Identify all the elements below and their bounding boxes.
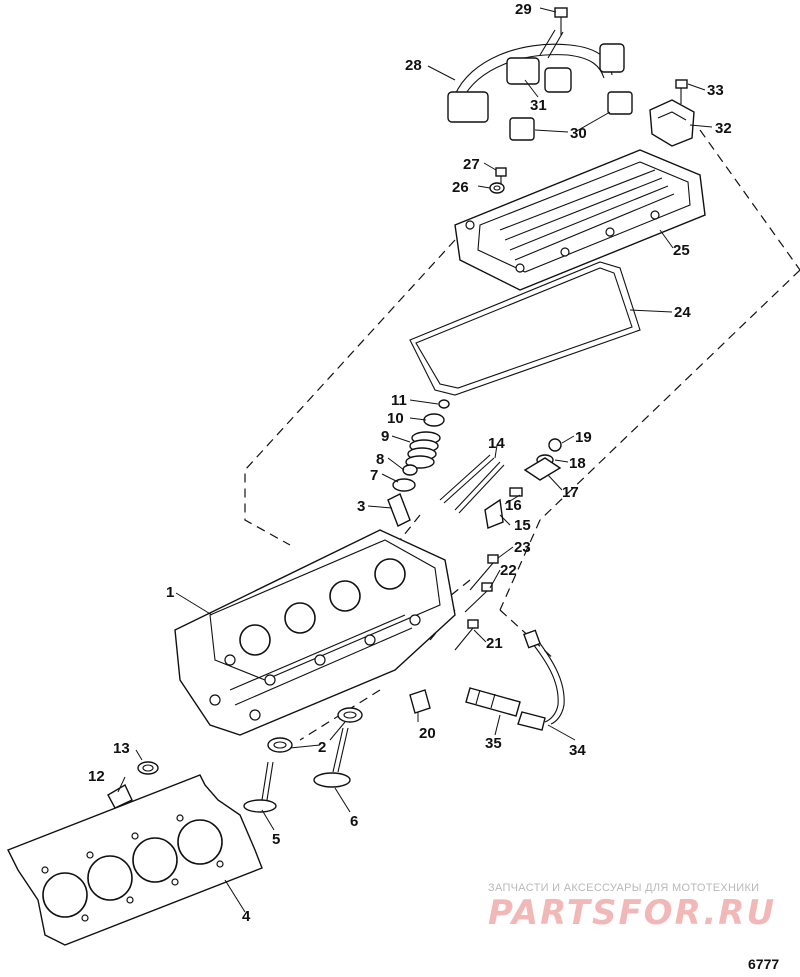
callout-labels: 1 2 3 4 5 6 7 8 9 10 11 12 13 14 15 16 1… bbox=[88, 1, 732, 925]
exhaust-valve bbox=[243, 761, 277, 813]
bolt-33 bbox=[675, 79, 688, 104]
callout-35: 35 bbox=[485, 735, 502, 752]
callout-18: 18 bbox=[569, 455, 586, 472]
valve-spring-stack bbox=[387, 399, 450, 527]
head-gasket bbox=[7, 774, 263, 946]
ignition-coil bbox=[649, 99, 695, 147]
callout-9: 9 bbox=[381, 428, 389, 445]
callout-30: 30 bbox=[570, 125, 587, 142]
callout-4: 4 bbox=[242, 908, 251, 925]
callout-13: 13 bbox=[113, 740, 130, 757]
rocker-parts bbox=[484, 438, 562, 529]
callout-27: 27 bbox=[463, 156, 480, 173]
pushrods bbox=[439, 454, 505, 514]
callout-5: 5 bbox=[272, 831, 280, 848]
callout-1: 1 bbox=[166, 584, 174, 601]
callout-8: 8 bbox=[376, 451, 384, 468]
callout-24: 24 bbox=[674, 304, 691, 321]
head-bolts bbox=[454, 554, 499, 651]
bolt-29 bbox=[554, 7, 568, 35]
valve-seals bbox=[267, 707, 363, 753]
valve-cover-gasket bbox=[409, 261, 641, 396]
callout-20: 20 bbox=[419, 725, 436, 742]
grommet-26 bbox=[489, 182, 505, 194]
callout-22: 22 bbox=[500, 562, 517, 579]
callout-21: 21 bbox=[486, 635, 503, 652]
intake-valve bbox=[313, 727, 351, 788]
figure-number: 6777 bbox=[748, 956, 780, 972]
valve-cover bbox=[454, 149, 706, 291]
callout-16: 16 bbox=[505, 497, 522, 514]
cylinder-head bbox=[174, 529, 456, 736]
callout-31: 31 bbox=[530, 97, 547, 114]
callout-12: 12 bbox=[88, 768, 105, 785]
callout-17: 17 bbox=[562, 484, 579, 501]
callout-3: 3 bbox=[357, 498, 365, 515]
watermark-caption: ЗАПЧАСТИ И АКСЕССУАРЫ ДЛЯ МОТОТЕХНИКИ bbox=[488, 882, 760, 894]
callout-19: 19 bbox=[575, 429, 592, 446]
plug-20 bbox=[409, 689, 431, 714]
callout-28: 28 bbox=[405, 57, 422, 74]
leader-lines bbox=[117, 7, 713, 913]
callout-29: 29 bbox=[515, 1, 532, 18]
spark-plug bbox=[465, 687, 521, 717]
watermark-logo: PARTSFOR.RU bbox=[488, 893, 777, 933]
callout-7: 7 bbox=[370, 467, 378, 484]
callout-10: 10 bbox=[387, 410, 404, 427]
seal-13 bbox=[137, 761, 159, 775]
callout-26: 26 bbox=[452, 179, 469, 196]
callout-15: 15 bbox=[514, 517, 531, 534]
ignition-wiring-harness bbox=[447, 29, 633, 141]
callout-14: 14 bbox=[488, 435, 505, 452]
callout-34: 34 bbox=[569, 742, 586, 759]
callout-25: 25 bbox=[673, 242, 690, 259]
callout-6: 6 bbox=[350, 813, 358, 830]
callout-2: 2 bbox=[318, 739, 326, 756]
callout-23: 23 bbox=[514, 539, 531, 556]
spark-plug-wire bbox=[517, 629, 565, 731]
callout-33: 33 bbox=[707, 82, 724, 99]
callout-32: 32 bbox=[715, 120, 732, 137]
callout-11: 11 bbox=[391, 392, 407, 409]
